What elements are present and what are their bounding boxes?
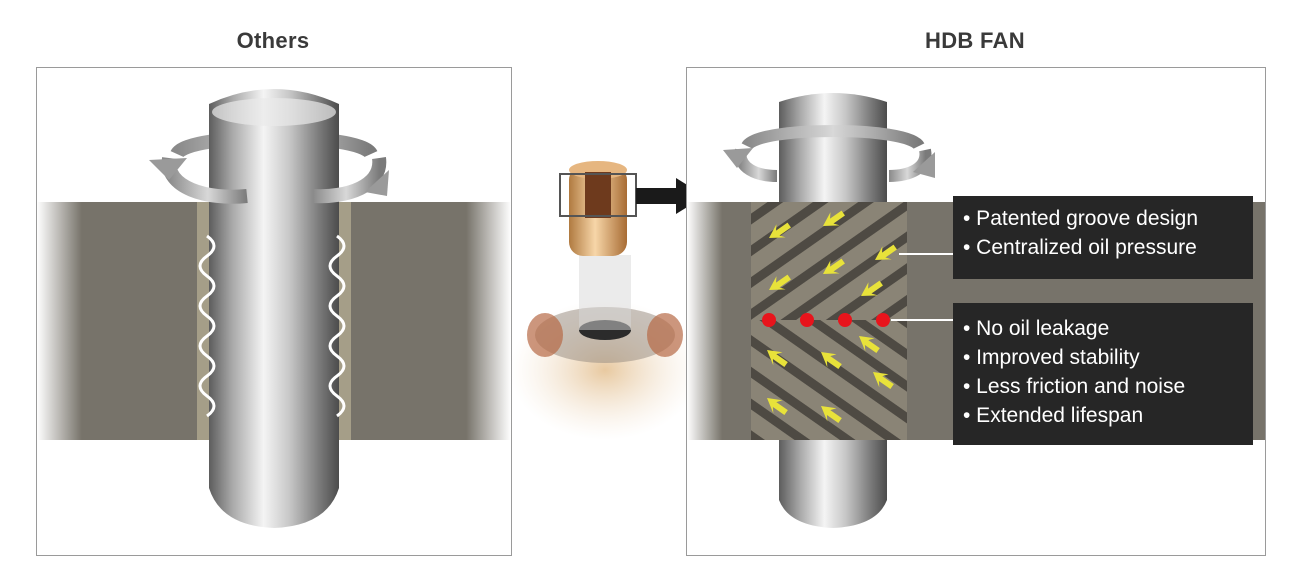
benefits-callout: • No oil leakage • Improved stability • … <box>953 303 1253 445</box>
sleeve-right <box>351 202 511 440</box>
groove-arrow-icon-lower <box>767 336 894 424</box>
groove-callout: • Patented groove design • Centralized o… <box>953 196 1253 279</box>
coil-left <box>527 313 563 357</box>
wavy-oil-icon <box>198 234 216 418</box>
callout-line: • Improved stability <box>963 346 1140 369</box>
callout-line: • Extended lifespan <box>963 404 1144 427</box>
callout-line: • No oil leakage <box>963 317 1110 340</box>
others-bearing-illustration <box>37 89 511 528</box>
wavy-oil-icon-right <box>328 234 346 418</box>
rotation-arrowhead-left <box>149 158 187 180</box>
hdb-fan-title: HDB FAN <box>925 28 1025 53</box>
pressure-dot-icon <box>762 313 890 327</box>
others-title: Others <box>236 28 310 53</box>
sleeve-fade <box>687 202 751 440</box>
callout-line: • Centralized oil pressure <box>963 236 1197 259</box>
rotation-arrow-front-right <box>312 157 387 204</box>
bearing-motor-illustration <box>510 161 705 440</box>
pointer-arrow-icon <box>636 188 676 204</box>
callout-line: • Patented groove design <box>963 207 1199 230</box>
rotation-arrow-icon <box>741 125 925 151</box>
bearing-ghost <box>579 255 631 330</box>
callout-line: • Less friction and noise <box>963 375 1186 398</box>
sleeve-left <box>37 202 197 440</box>
groove-arrow-icon <box>769 210 897 296</box>
others-bearing-panel <box>36 67 512 556</box>
rotation-arrowhead-right <box>365 170 389 196</box>
coil-right <box>647 313 683 357</box>
shaft <box>209 89 339 528</box>
rotation-arrowhead-left <box>723 148 753 168</box>
shaft-top-highlight <box>212 98 336 126</box>
bearing-groove-core <box>585 172 611 218</box>
rotation-arrowhead-right <box>913 152 935 178</box>
